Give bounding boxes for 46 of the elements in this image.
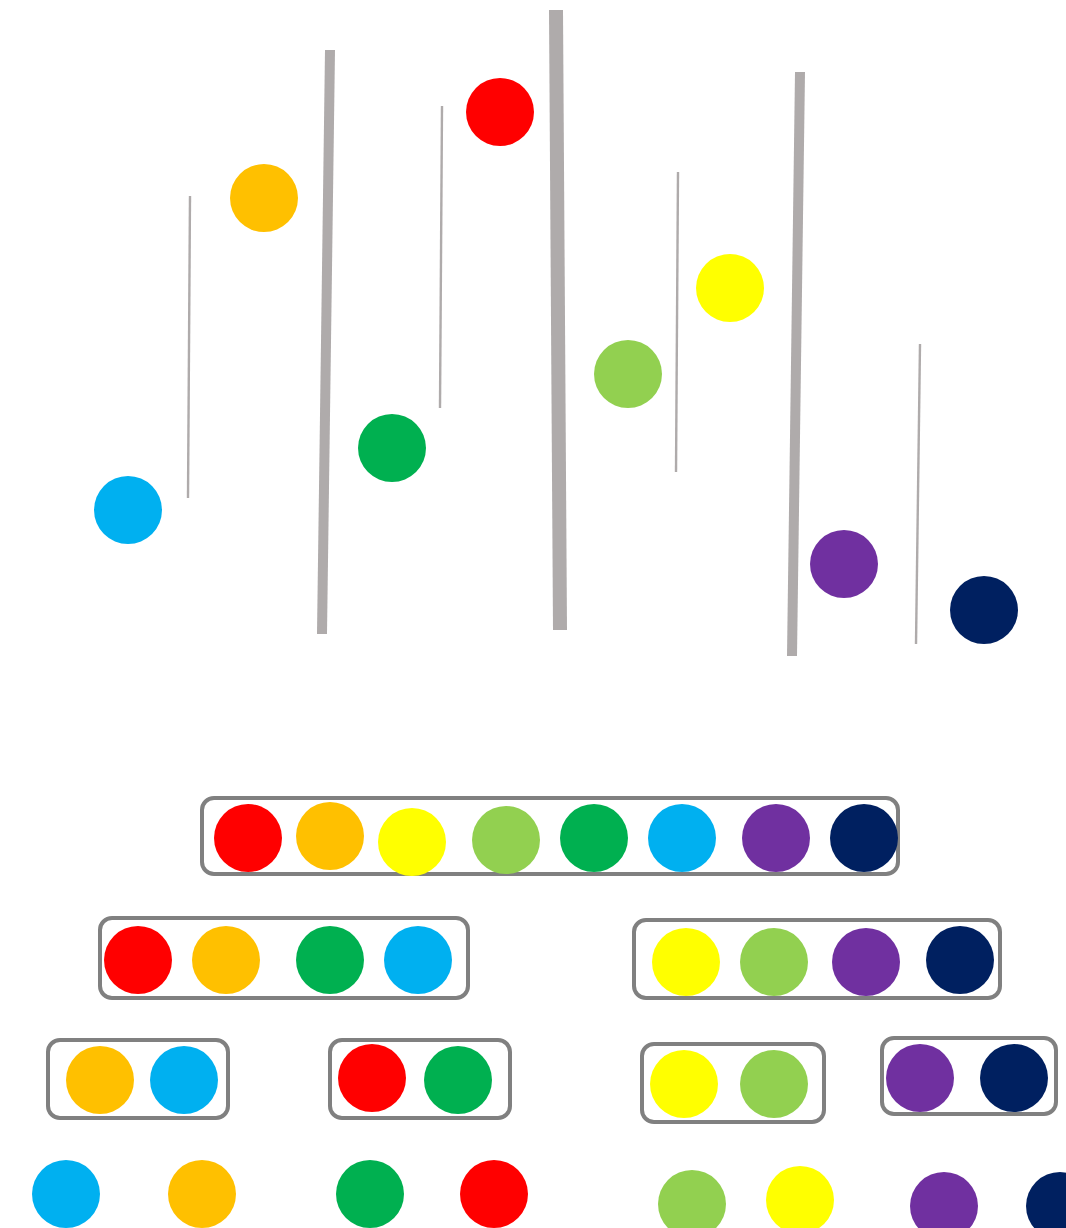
dot xyxy=(910,1172,978,1228)
dot xyxy=(647,803,715,871)
dot xyxy=(649,1049,717,1117)
dot xyxy=(230,164,298,232)
group-frame xyxy=(200,796,900,876)
dot xyxy=(950,576,1018,644)
dot xyxy=(741,803,809,871)
dot xyxy=(103,925,171,993)
dot xyxy=(739,927,807,995)
dot xyxy=(191,925,259,993)
dot xyxy=(358,414,426,482)
dot xyxy=(32,1160,100,1228)
group-frame xyxy=(632,918,1002,1000)
dot xyxy=(213,803,281,871)
dot xyxy=(94,476,162,544)
dot xyxy=(594,340,662,408)
group-frame xyxy=(880,1036,1058,1116)
dot xyxy=(979,1043,1047,1111)
dot xyxy=(460,1160,528,1228)
group-frame xyxy=(640,1042,826,1124)
dot xyxy=(925,925,993,993)
dot xyxy=(377,807,445,875)
dot xyxy=(831,927,899,995)
dot xyxy=(658,1170,726,1228)
dot xyxy=(149,1045,217,1113)
dot xyxy=(559,803,627,871)
dot xyxy=(295,801,363,869)
dot xyxy=(651,927,719,995)
dot xyxy=(885,1043,953,1111)
group-frame xyxy=(98,916,470,1000)
dot xyxy=(696,254,764,322)
group-frame xyxy=(328,1038,512,1120)
dot xyxy=(168,1160,236,1228)
dot xyxy=(766,1166,834,1228)
dot xyxy=(471,805,539,873)
dot xyxy=(295,925,363,993)
dot xyxy=(466,78,534,146)
dot xyxy=(337,1043,405,1111)
dot xyxy=(336,1160,404,1228)
dot xyxy=(423,1045,491,1113)
group-frame xyxy=(46,1038,230,1120)
dot xyxy=(383,925,451,993)
dot xyxy=(65,1045,133,1113)
dot xyxy=(829,803,897,871)
dot xyxy=(739,1049,807,1117)
dot xyxy=(810,530,878,598)
